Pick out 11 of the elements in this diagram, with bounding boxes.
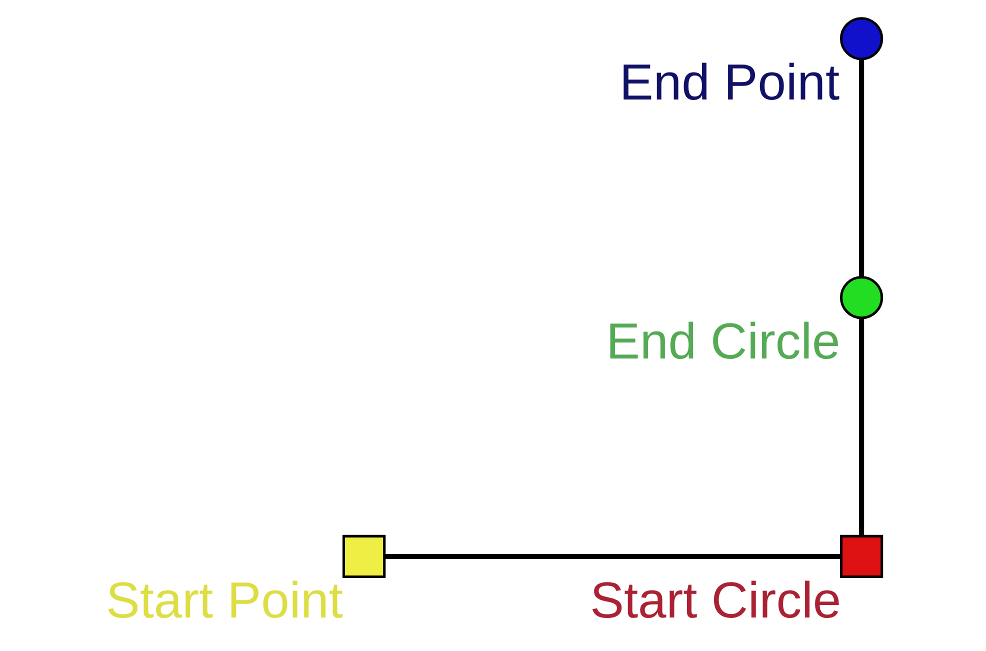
node-label: Start Point [105, 571, 342, 628]
node-circle [839, 276, 883, 320]
node-label: End Point [619, 54, 840, 111]
node-label: End Circle [606, 312, 840, 370]
connector [858, 59, 864, 277]
connector [858, 318, 864, 536]
node-box [839, 534, 883, 578]
node-box [342, 534, 386, 578]
connector [384, 554, 841, 560]
node-circle [839, 17, 883, 60]
node-label: Start Circle [590, 571, 841, 628]
